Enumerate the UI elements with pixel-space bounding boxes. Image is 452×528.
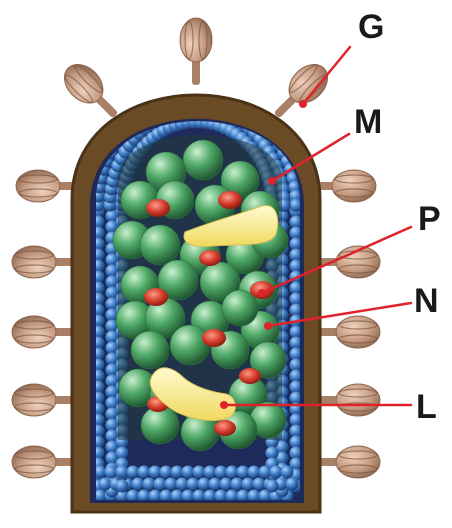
p-protein <box>239 368 261 384</box>
n-protein-sphere <box>131 331 169 369</box>
g-spike <box>12 246 79 278</box>
leader-dot-g <box>299 100 307 108</box>
leader-dot-p <box>258 289 266 297</box>
g-spike <box>180 18 212 85</box>
leader-dot-l <box>220 401 228 409</box>
p-protein <box>144 288 168 306</box>
m-protein-bead <box>116 480 129 493</box>
n-protein-sphere <box>170 325 210 365</box>
p-protein <box>146 199 170 217</box>
n-protein-sphere <box>140 225 180 265</box>
label-l: L <box>416 388 437 426</box>
m-protein-bead <box>286 478 299 491</box>
g-spike <box>12 316 79 348</box>
g-spike <box>12 384 79 416</box>
p-protein <box>202 329 226 347</box>
g-spike <box>313 384 380 416</box>
n-protein-sphere <box>183 140 223 180</box>
m-protein-bead <box>266 480 279 493</box>
label-p: P <box>418 200 441 238</box>
g-spike <box>313 316 380 348</box>
leader-dot-m <box>268 177 276 185</box>
g-spike <box>313 246 380 278</box>
p-protein <box>214 420 236 436</box>
g-spike <box>12 446 79 478</box>
p-protein <box>218 191 242 209</box>
label-m: M <box>354 103 382 141</box>
m-protein-bead <box>281 466 294 479</box>
label-g: G <box>358 8 384 46</box>
p-protein <box>199 250 221 266</box>
leader-dot-n <box>264 322 272 330</box>
g-spike <box>313 446 380 478</box>
label-n: N <box>414 282 439 320</box>
